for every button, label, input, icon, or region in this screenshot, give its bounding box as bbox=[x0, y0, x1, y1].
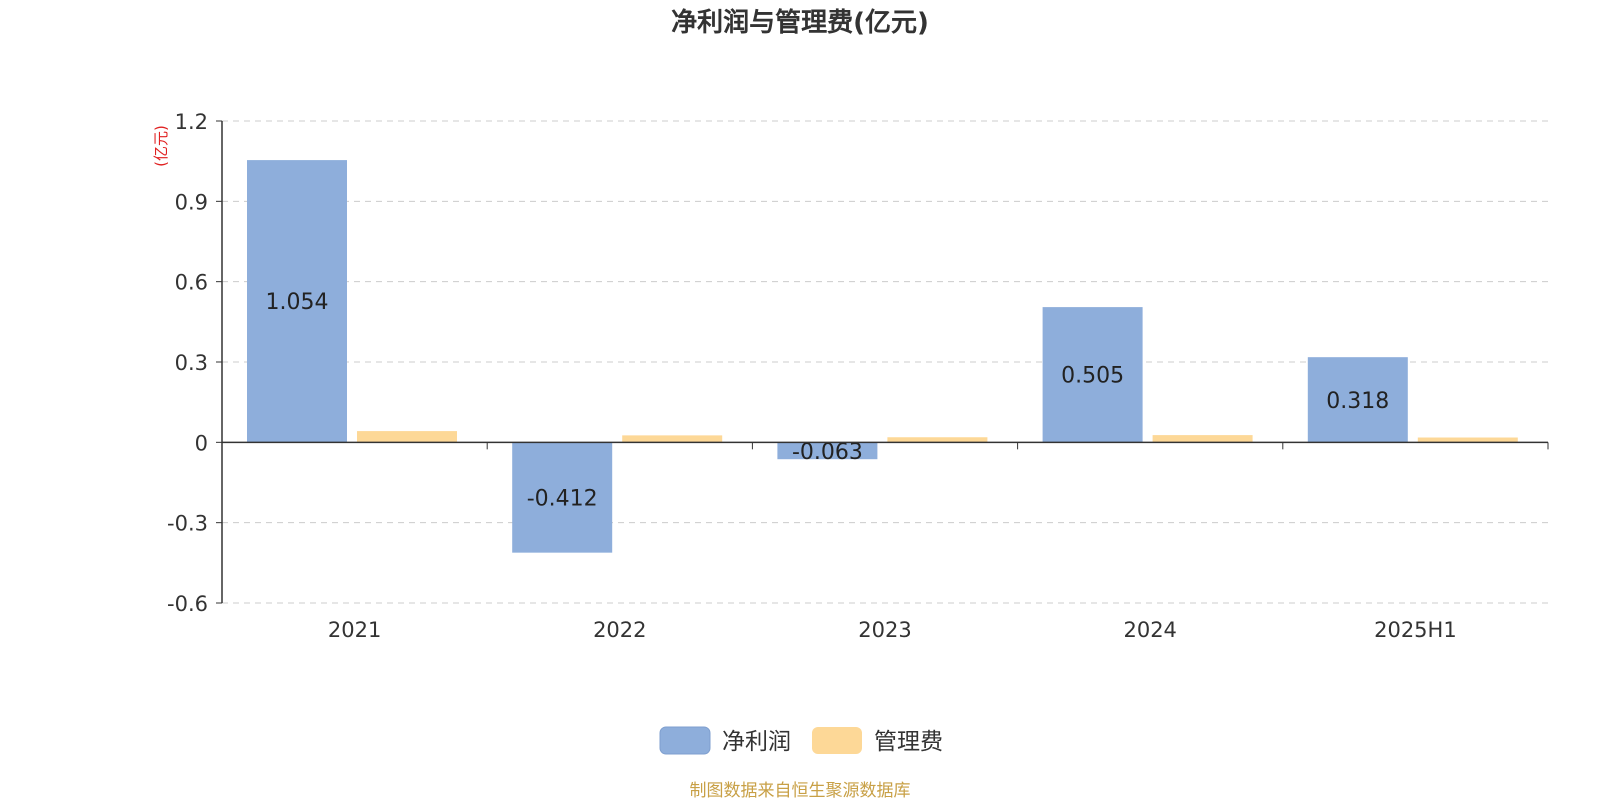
x-category-label-2: 2023 bbox=[858, 618, 911, 642]
bar-value-label-0-0: 1.054 bbox=[266, 290, 329, 315]
legend-label-1: 管理费 bbox=[874, 729, 943, 755]
y-tick-label-1: 0.9 bbox=[175, 190, 208, 214]
legend-swatch-1 bbox=[812, 727, 862, 754]
x-category-label-4: 2025H1 bbox=[1374, 618, 1457, 642]
x-category-label-0: 2021 bbox=[328, 618, 381, 642]
bar-1-2025H1 bbox=[1417, 437, 1518, 443]
y-tick-label-6: -0.6 bbox=[167, 592, 208, 616]
bar-0-2023 bbox=[777, 442, 878, 460]
data-source-note: 制图数据来自恒生聚源数据库 bbox=[689, 781, 911, 801]
bar-value-label-0-2: -0.063 bbox=[792, 440, 863, 465]
y-tick-label-5: -0.3 bbox=[167, 512, 208, 536]
bar-1-2024 bbox=[1152, 435, 1253, 443]
chart-title: 净利润与管理费(亿元) bbox=[671, 8, 929, 38]
bar-0-2021 bbox=[247, 160, 347, 443]
y-tick-label-4: 0 bbox=[195, 431, 208, 455]
bar-value-label-0-4: 0.318 bbox=[1326, 389, 1389, 414]
bar-1-2022 bbox=[622, 435, 723, 443]
y-axis-unit-label: (亿元) bbox=[152, 125, 170, 167]
legend-label-0: 净利润 bbox=[722, 729, 791, 755]
bar-value-label-0-3: 0.505 bbox=[1061, 364, 1124, 389]
legend-swatch-0 bbox=[659, 726, 711, 755]
y-tick-label-3: 0.3 bbox=[175, 351, 208, 375]
bar-0-2024 bbox=[1042, 307, 1143, 443]
bar-1-2023 bbox=[887, 437, 988, 443]
bar-1-2021 bbox=[357, 431, 457, 443]
x-category-label-3: 2024 bbox=[1123, 618, 1176, 642]
bar-0-2025H1 bbox=[1307, 357, 1408, 443]
bar-value-label-0-1: -0.412 bbox=[527, 486, 598, 511]
y-tick-label-0: 1.2 bbox=[175, 110, 208, 134]
bar-0-2022 bbox=[512, 442, 613, 553]
x-category-label-1: 2022 bbox=[593, 618, 646, 642]
y-tick-label-2: 0.6 bbox=[175, 271, 208, 295]
